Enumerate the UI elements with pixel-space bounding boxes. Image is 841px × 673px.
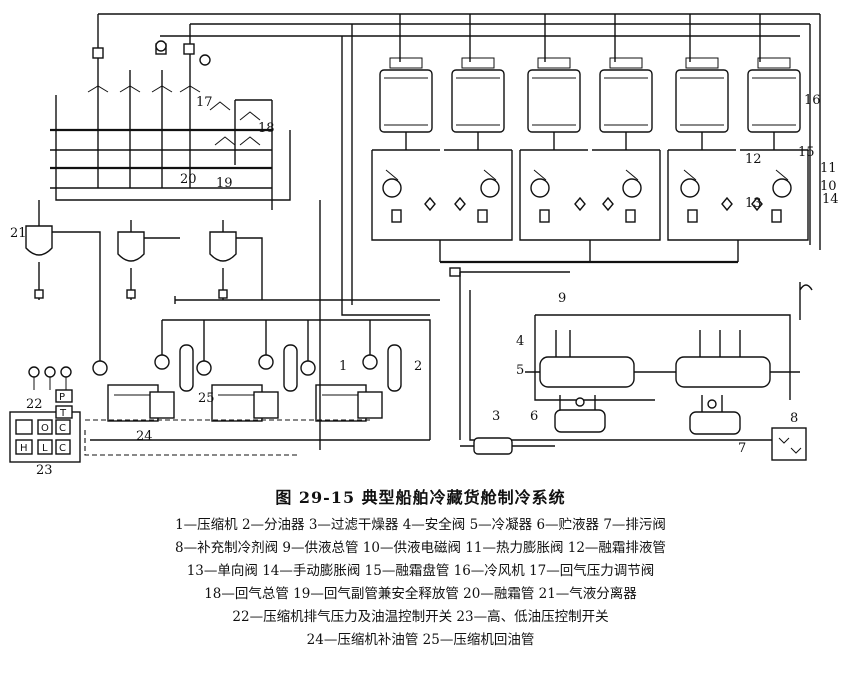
label-24: 24	[136, 429, 153, 444]
label-13: 13	[745, 196, 762, 211]
refrigeration-system-diagram: P T H L O C C 1 2 3 4 5 6 7 8 9 10 11 12…	[9, 13, 839, 478]
control-panel: P T H L O C C	[9, 366, 81, 463]
air-cooler	[527, 57, 581, 133]
air-coolers	[379, 57, 801, 133]
compressor-units	[84, 319, 431, 456]
panel-l: L	[42, 443, 48, 454]
label-16: 16	[804, 93, 821, 108]
label-20: 20	[180, 172, 197, 187]
label-9: 9	[558, 291, 566, 306]
label-4: 4	[516, 334, 524, 349]
air-cooler	[599, 57, 653, 133]
legend-line: 18—回气总管 19—回气副管兼安全释放管 20—融霜管 21—气液分离器	[204, 586, 637, 602]
label-21: 21	[10, 226, 27, 241]
panel-t: T	[59, 408, 67, 419]
filter-drier-and-charging	[460, 282, 813, 461]
label-10: 10	[820, 179, 837, 194]
legend-line: 24—压缩机补油管 25—压缩机回油管	[306, 632, 535, 648]
label-23: 23	[36, 463, 53, 478]
panel-c1: C	[59, 423, 66, 434]
legend-line: 1—压缩机 2—分油器 3—过滤干燥器 4—安全阀 5—冷凝器 6—贮液器 7—…	[175, 517, 666, 533]
label-12: 12	[745, 152, 762, 167]
panel-o: O	[41, 423, 49, 434]
label-14: 14	[822, 192, 839, 207]
condensers-and-receivers	[525, 314, 800, 435]
component-labels: 1 2 3 4 5 6 7 8 9 10 11 12 13 14 15 16 1…	[10, 93, 839, 478]
panel-h: H	[20, 443, 28, 454]
air-cooler	[451, 57, 505, 133]
label-3: 3	[492, 409, 500, 424]
legend-line: 13—单向阀 14—手动膨胀阀 15—融霜盘管 16—冷风机 17—回气压力调节…	[186, 563, 655, 579]
figure-title: 图 29-15 典型船舶冷藏货舱制冷系统	[275, 488, 566, 507]
air-cooler	[747, 57, 801, 133]
label-18: 18	[258, 121, 275, 136]
label-25: 25	[198, 391, 215, 406]
gas-liquid-separators	[25, 200, 263, 340]
top-header-pipes	[97, 13, 821, 250]
figure-caption: 图 29-15 典型船舶冷藏货舱制冷系统 1—压缩机 2—分油器 3—过滤干燥器…	[0, 484, 841, 652]
panel-p: P	[59, 392, 65, 403]
label-8: 8	[790, 411, 798, 426]
label-2: 2	[414, 359, 422, 374]
label-1: 1	[339, 359, 347, 374]
return-gas-headers	[50, 40, 291, 210]
label-11: 11	[820, 161, 837, 176]
main-vertical-lines	[174, 24, 800, 450]
legend-line: 22—压缩机排气压力及油温控制开关 23—高、低油压控制开关	[232, 609, 609, 625]
legend-line: 8—补充制冷剂阀 9—供液总管 10—供液电磁阀 11—热力膨胀阀 12—融霜排…	[175, 540, 666, 556]
label-5: 5	[516, 363, 524, 378]
label-15: 15	[798, 145, 815, 160]
label-17: 17	[196, 95, 213, 110]
label-7: 7	[738, 441, 746, 456]
cooler-branch-piping	[371, 132, 809, 277]
label-6: 6	[530, 409, 538, 424]
label-22: 22	[26, 397, 43, 412]
label-19: 19	[216, 176, 233, 191]
panel-c2: C	[59, 443, 66, 454]
air-cooler	[675, 57, 729, 133]
air-cooler	[379, 57, 433, 133]
